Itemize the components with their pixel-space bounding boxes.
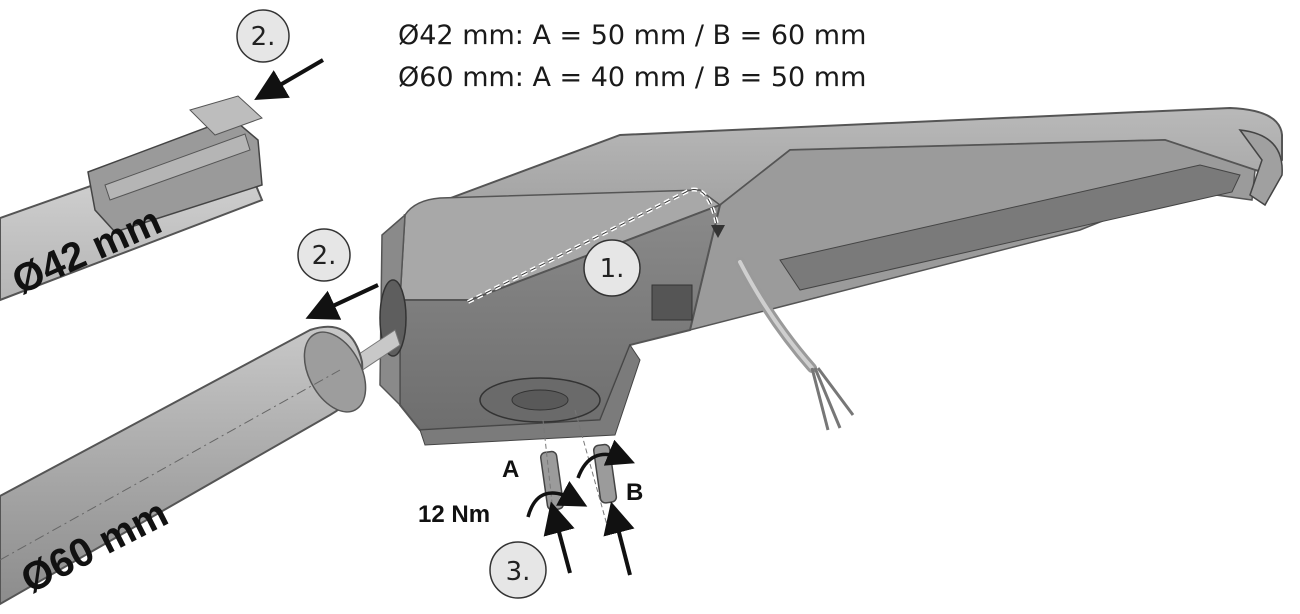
rotation-arrow-a-icon	[526, 481, 588, 518]
step-3-callout: 3.	[489, 541, 547, 599]
rotation-arrow-b-icon	[576, 439, 635, 479]
insertion-arrow-icon	[711, 225, 725, 238]
step-2-top-callout: 2.	[236, 9, 290, 63]
pipe-60mm	[0, 325, 367, 606]
step-1-label: 1.	[600, 254, 625, 284]
step-1-callout: 1.	[583, 239, 641, 297]
pipe-42mm	[0, 95, 264, 302]
spec-line-60mm: Ø60 mm: A = 40 mm / B = 50 mm	[398, 62, 867, 93]
step-2-mid-callout: 2.	[297, 228, 351, 282]
screw-b-label: B	[626, 479, 643, 506]
arrow-step-2-top-icon	[254, 58, 325, 101]
torque-label: 12 Nm	[418, 501, 490, 528]
step-2-top-label: 2.	[251, 22, 276, 52]
luminaire-housing	[379, 106, 1283, 446]
arrow-step-2-mid-icon	[305, 283, 379, 320]
step-3-label: 3.	[506, 557, 531, 587]
arrow-step-3-b-icon	[603, 501, 635, 576]
screw-a-label: A	[502, 456, 519, 483]
step-2-mid-label: 2.	[312, 241, 337, 271]
power-cable	[735, 257, 855, 431]
arrow-step-3-a-icon	[543, 501, 575, 574]
spec-line-42mm: Ø42 mm: A = 50 mm / B = 60 mm	[398, 20, 867, 51]
